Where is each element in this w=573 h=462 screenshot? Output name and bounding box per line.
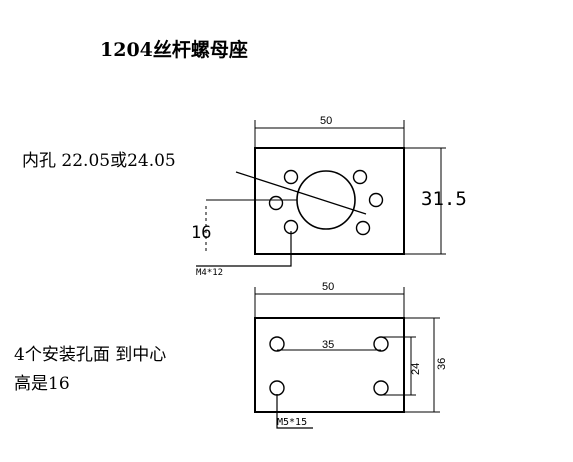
- small-hole: [283, 169, 299, 185]
- top-width-label: 50: [320, 115, 332, 127]
- center-height-label: 16: [191, 223, 211, 243]
- mounting-hole: [373, 380, 389, 396]
- top-screw-label: M4*12: [196, 268, 223, 278]
- bore-label: 内孔 22.05或24.05: [22, 151, 176, 171]
- mounting-hole: [269, 380, 285, 396]
- bottom-height-label: 36: [436, 358, 448, 370]
- central-bore: [296, 170, 356, 230]
- m5-leader-line: [276, 394, 313, 429]
- bottom-screw-label: M5*15: [277, 417, 307, 428]
- top-view: 50 内孔 22.05或24.05 31.5 16 M4*12: [22, 115, 467, 278]
- note-line-1: 4个安装孔面 到中心: [14, 345, 166, 365]
- mounting-hole: [373, 336, 389, 352]
- bore-leader-line: [235, 171, 367, 215]
- small-hole: [268, 195, 284, 211]
- note-line-2: 高是16: [14, 374, 70, 394]
- screw-leader-line: [196, 231, 292, 267]
- small-hole: [368, 192, 384, 208]
- top-height-label: 31.5: [421, 188, 467, 210]
- bottom-view: 50 35 24 36 M5*15 4个安装孔面 到中心 高是16: [14, 281, 448, 429]
- top-plate-outline: [254, 147, 405, 255]
- drawing-title: 1204丝杆螺母座: [100, 38, 248, 61]
- bottom-width-label: 50: [322, 281, 334, 293]
- bottom-plate-outline: [254, 317, 405, 413]
- mounting-hole: [269, 336, 285, 352]
- hole-spacing-x-label: 35: [322, 339, 334, 351]
- small-hole: [352, 169, 368, 185]
- hole-spacing-y-label: 24: [410, 363, 422, 375]
- small-hole: [355, 220, 371, 236]
